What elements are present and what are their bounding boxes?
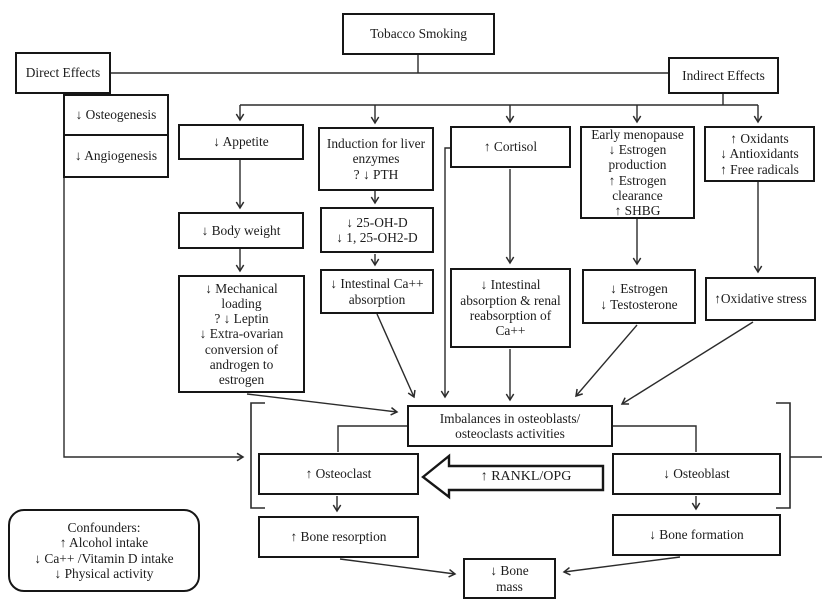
node-oxidative-stress: ↑Oxidative stress [705,277,816,321]
node-indirect-effects-label: Indirect Effects [682,67,765,83]
node-oxidative-stress-label: ↑Oxidative stress [714,291,807,307]
rankl-opg-label: ↑ RANKL/OPG [480,468,572,484]
node-osteogenesis: ↓ Osteogenesis [63,94,169,136]
node-liver-enzymes: Induction for liver enzymes ? ↓ PTH [318,127,434,191]
node-imbalances: Imbalances in osteoblasts/ osteoclasts a… [407,405,613,447]
node-confounders: Confounders: ↑ Alcohol intake ↓ Ca++ /Vi… [8,509,200,592]
node-bone-resorption: ↑ Bone resorption [258,516,419,558]
edge-imbalances-osteoclast [337,425,407,452]
node-oxidants: ↑ Oxidants ↓ Antioxidants ↑ Free radical… [704,126,815,182]
node-bone-formation: ↓ Bone formation [612,514,781,556]
node-angiogenesis-label: ↓ Angiogenesis [74,148,158,164]
node-mechanical-loading: ↓ Mechanical loading ? ↓ Leptin ↓ Extra-… [178,275,305,393]
node-bone-mass: ↓ Bone mass [463,558,556,599]
node-estrogen-testosterone: ↓ Estrogen ↓ Testosterone [582,269,696,324]
node-body-weight: ↓ Body weight [178,212,304,249]
node-osteogenesis-label: ↓ Osteogenesis [75,107,157,123]
node-appetite: ↓ Appetite [178,124,304,160]
node-osteoclast: ↑ Osteoclast [258,453,419,495]
node-cortisol-label: ↑ Cortisol [483,139,538,155]
edge-formation-bonemass [562,556,681,576]
node-direct-effects: Direct Effects [15,52,111,94]
node-bone-formation-label: ↓ Bone formation [649,527,744,543]
rankl-block-arrow [421,453,605,500]
node-vitamin-d: ↓ 25-OH-D ↓ 1, 25-OH2-D [320,207,434,253]
node-body-weight-label: ↓ Body weight [201,222,281,238]
node-renal-reabsorption: ↓ Intestinal absorption & renal reabsorp… [450,268,571,348]
edge-resorption-bonemass [339,558,457,578]
edge-mechanical-imbalances [246,393,399,416]
node-indirect-effects: Indirect Effects [668,57,779,94]
edge-direct-to-bracket [63,178,245,462]
node-appetite-label: ↓ Appetite [213,134,269,150]
node-osteoclast-label: ↑ Osteoclast [305,466,372,482]
node-tobacco-smoking: Tobacco Smoking [342,13,495,55]
node-osteoblast-label: ↓ Osteoblast [663,466,730,482]
left-bracket [250,402,265,509]
node-direct-effects-label: Direct Effects [25,65,101,81]
edge-oxidativestress-imbalances [620,321,754,405]
edge-estrogen-imbalances [575,324,638,398]
node-osteoblast: ↓ Osteoblast [612,453,781,495]
node-intestinal-ca-absorption: ↓ Intestinal Ca++ absorption [320,269,434,314]
right-bracket [776,402,791,509]
edge-imbalances-osteoblast [613,425,697,452]
edge-cortisol-imbalances [440,147,450,399]
node-tobacco-smoking-label: Tobacco Smoking [370,26,467,42]
node-angiogenesis: ↓ Angiogenesis [63,134,169,178]
node-bone-resorption-label: ↑ Bone resorption [290,529,387,545]
node-early-menopause: Early menopause ↓ Estrogen production ↑ … [580,126,695,219]
edge-caabsorption-imbalances [376,313,416,399]
connector-group [63,55,822,578]
node-cortisol: ↑ Cortisol [450,126,571,168]
